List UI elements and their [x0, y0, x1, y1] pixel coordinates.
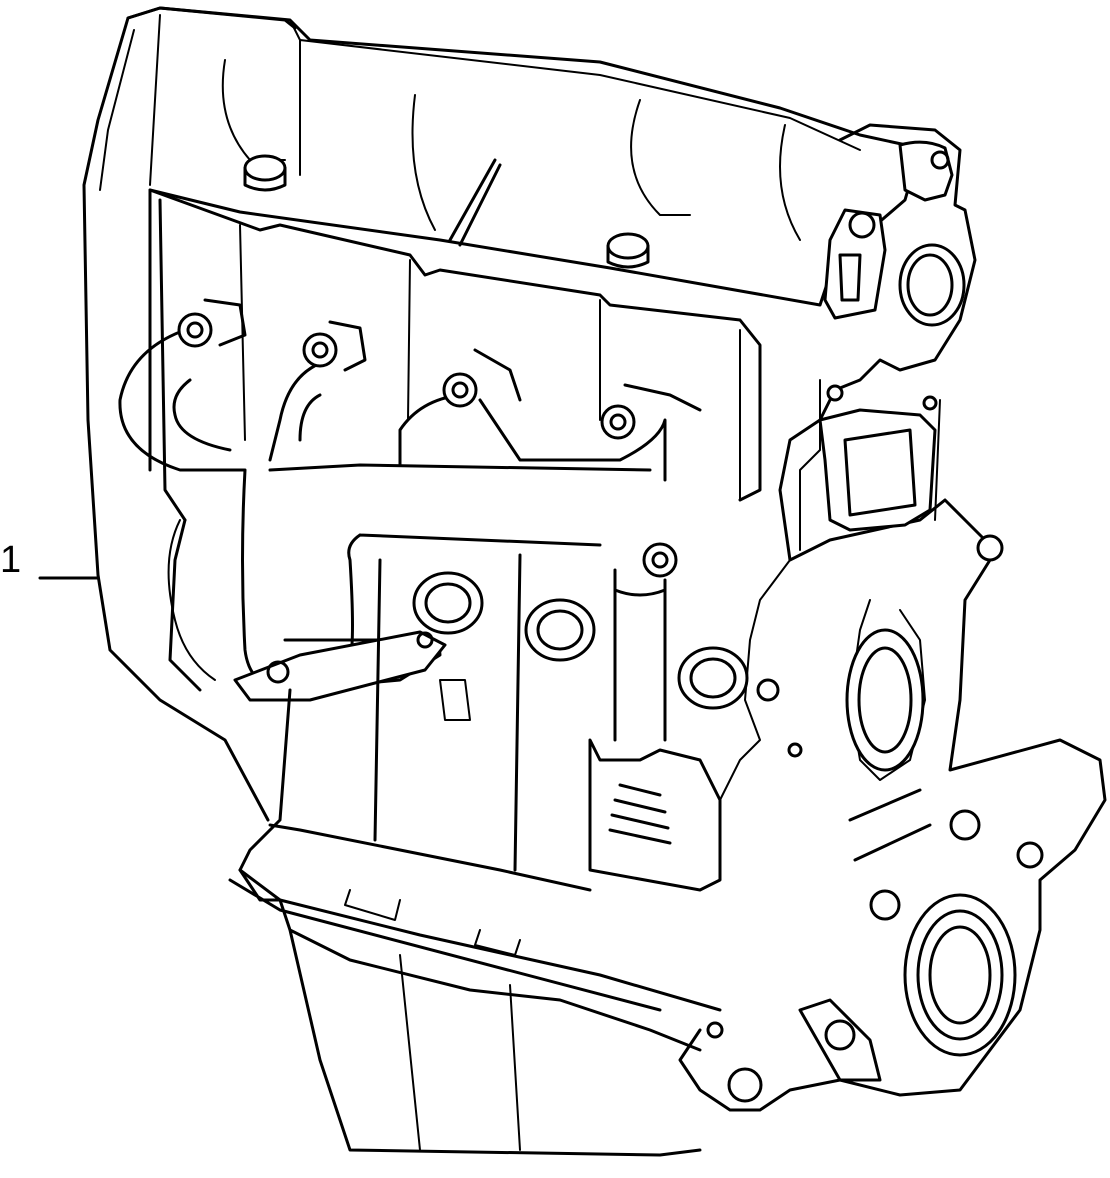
- flange-hole: [266, 660, 290, 684]
- front-cover-bore: [845, 628, 925, 772]
- valve-cover-bolt: [243, 154, 287, 192]
- pump-cover-slots: [608, 783, 672, 845]
- valve-cover-ribs: [221, 59, 801, 241]
- oil-pan-ribs: [344, 889, 521, 1151]
- manifold-nut: [302, 320, 367, 372]
- cover-bolt: [976, 534, 1004, 562]
- manifold-nut: [642, 542, 678, 578]
- block-cutouts: [167, 519, 471, 721]
- cylinder-head-ribs: [239, 224, 741, 501]
- valve-cover-bolt: [606, 232, 650, 269]
- manifold-nut: [600, 383, 702, 440]
- timing-cover: [678, 123, 1107, 1112]
- cover-bolt: [1016, 841, 1044, 869]
- thermostat-opening: [843, 428, 917, 517]
- callout-label-1: 1: [0, 539, 22, 581]
- exhaust-manifold: [118, 328, 667, 692]
- cover-bolt: [756, 678, 780, 702]
- crankshaft-seal: [903, 893, 1017, 1057]
- cylinder-head: [148, 188, 762, 522]
- dipstick-tube: [613, 568, 667, 742]
- manifold-nut: [442, 348, 522, 408]
- freeze-plug: [677, 646, 749, 710]
- cover-bolt: [826, 384, 844, 402]
- lower-bracket: [798, 788, 932, 1082]
- freeze-plug: [524, 598, 596, 662]
- flange-hole: [416, 631, 434, 649]
- cover-bolt: [949, 809, 981, 841]
- valve-cover-ridge: [289, 19, 861, 176]
- freeze-plug: [412, 571, 484, 635]
- cover-bolt: [869, 889, 901, 921]
- rear-shroud-inner: [99, 14, 161, 191]
- cover-bolt: [727, 1067, 763, 1103]
- manifold-nut: [177, 298, 247, 348]
- timing-cover-detail: [719, 379, 941, 801]
- engine-mount-bracket: [823, 140, 966, 327]
- cover-bolt: [706, 1021, 724, 1039]
- breather-tube: [448, 158, 502, 247]
- cover-bolt: [787, 742, 803, 758]
- manifold-flange: [233, 630, 447, 702]
- oil-pan: [228, 868, 702, 1157]
- cover-bolt: [824, 1019, 856, 1051]
- cover-bolt: [922, 395, 938, 411]
- pump-cover: [588, 738, 722, 892]
